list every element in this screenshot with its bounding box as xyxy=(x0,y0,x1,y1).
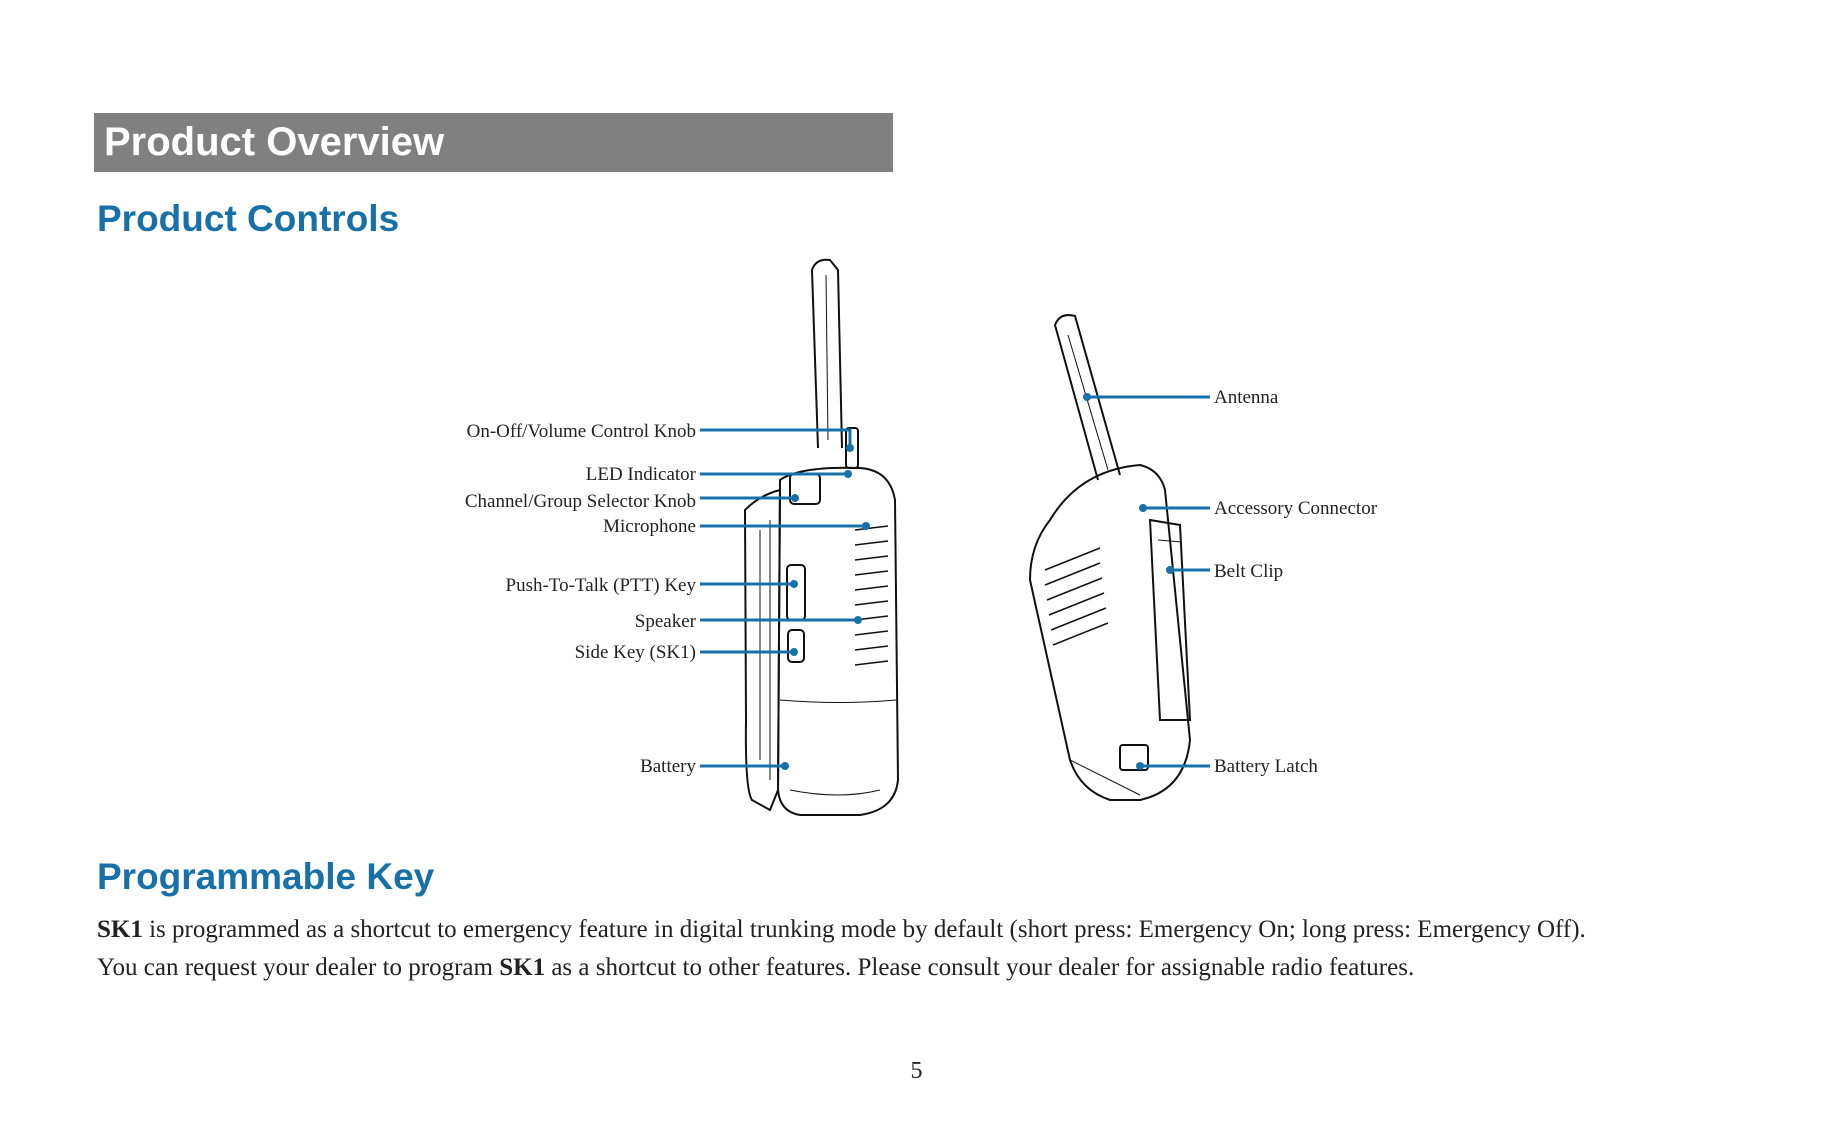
label-battery-latch: Battery Latch xyxy=(1214,756,1318,777)
paragraph-2-pre: You can request your dealer to program xyxy=(97,954,500,981)
left-callout-lines xyxy=(700,428,866,768)
front-radio-drawing xyxy=(743,258,900,816)
label-channel-selector-knob: Channel/Group Selector Knob xyxy=(465,491,696,512)
sk1-keyword: SK1 xyxy=(97,916,143,943)
rear-radio-drawing xyxy=(1028,314,1192,801)
programmable-key-paragraph-1: SK1 is programmed as a shortcut to emerg… xyxy=(97,916,1586,944)
programmable-key-paragraph-2: You can request your dealer to program S… xyxy=(97,954,1414,982)
sk1-keyword: SK1 xyxy=(499,954,546,981)
right-callout-lines xyxy=(1087,395,1210,768)
label-belt-clip: Belt Clip xyxy=(1214,561,1283,582)
label-ptt-key: Push-To-Talk (PTT) Key xyxy=(506,575,697,596)
label-speaker: Speaker xyxy=(635,611,697,632)
label-side-key: Side Key (SK1) xyxy=(575,642,696,663)
heading-product-controls: Product Controls xyxy=(97,198,400,239)
paragraph-1-text: is programmed as a shortcut to emergency… xyxy=(142,916,1586,943)
page-number: 5 xyxy=(910,1058,923,1084)
label-antenna: Antenna xyxy=(1214,387,1279,408)
label-on-off-volume-knob: On-Off/Volume Control Knob xyxy=(467,421,696,442)
right-callout-dots xyxy=(1083,393,1174,770)
heading-programmable-key: Programmable Key xyxy=(97,856,435,897)
left-callout-dots xyxy=(781,444,870,770)
label-microphone: Microphone xyxy=(603,516,696,537)
label-accessory-connector: Accessory Connector xyxy=(1214,498,1378,519)
paragraph-2-post: as a shortcut to other features. Please … xyxy=(545,954,1415,981)
label-battery: Battery xyxy=(640,756,696,777)
section-title-banner: Product Overview xyxy=(94,113,893,172)
label-led-indicator: LED Indicator xyxy=(586,464,697,485)
